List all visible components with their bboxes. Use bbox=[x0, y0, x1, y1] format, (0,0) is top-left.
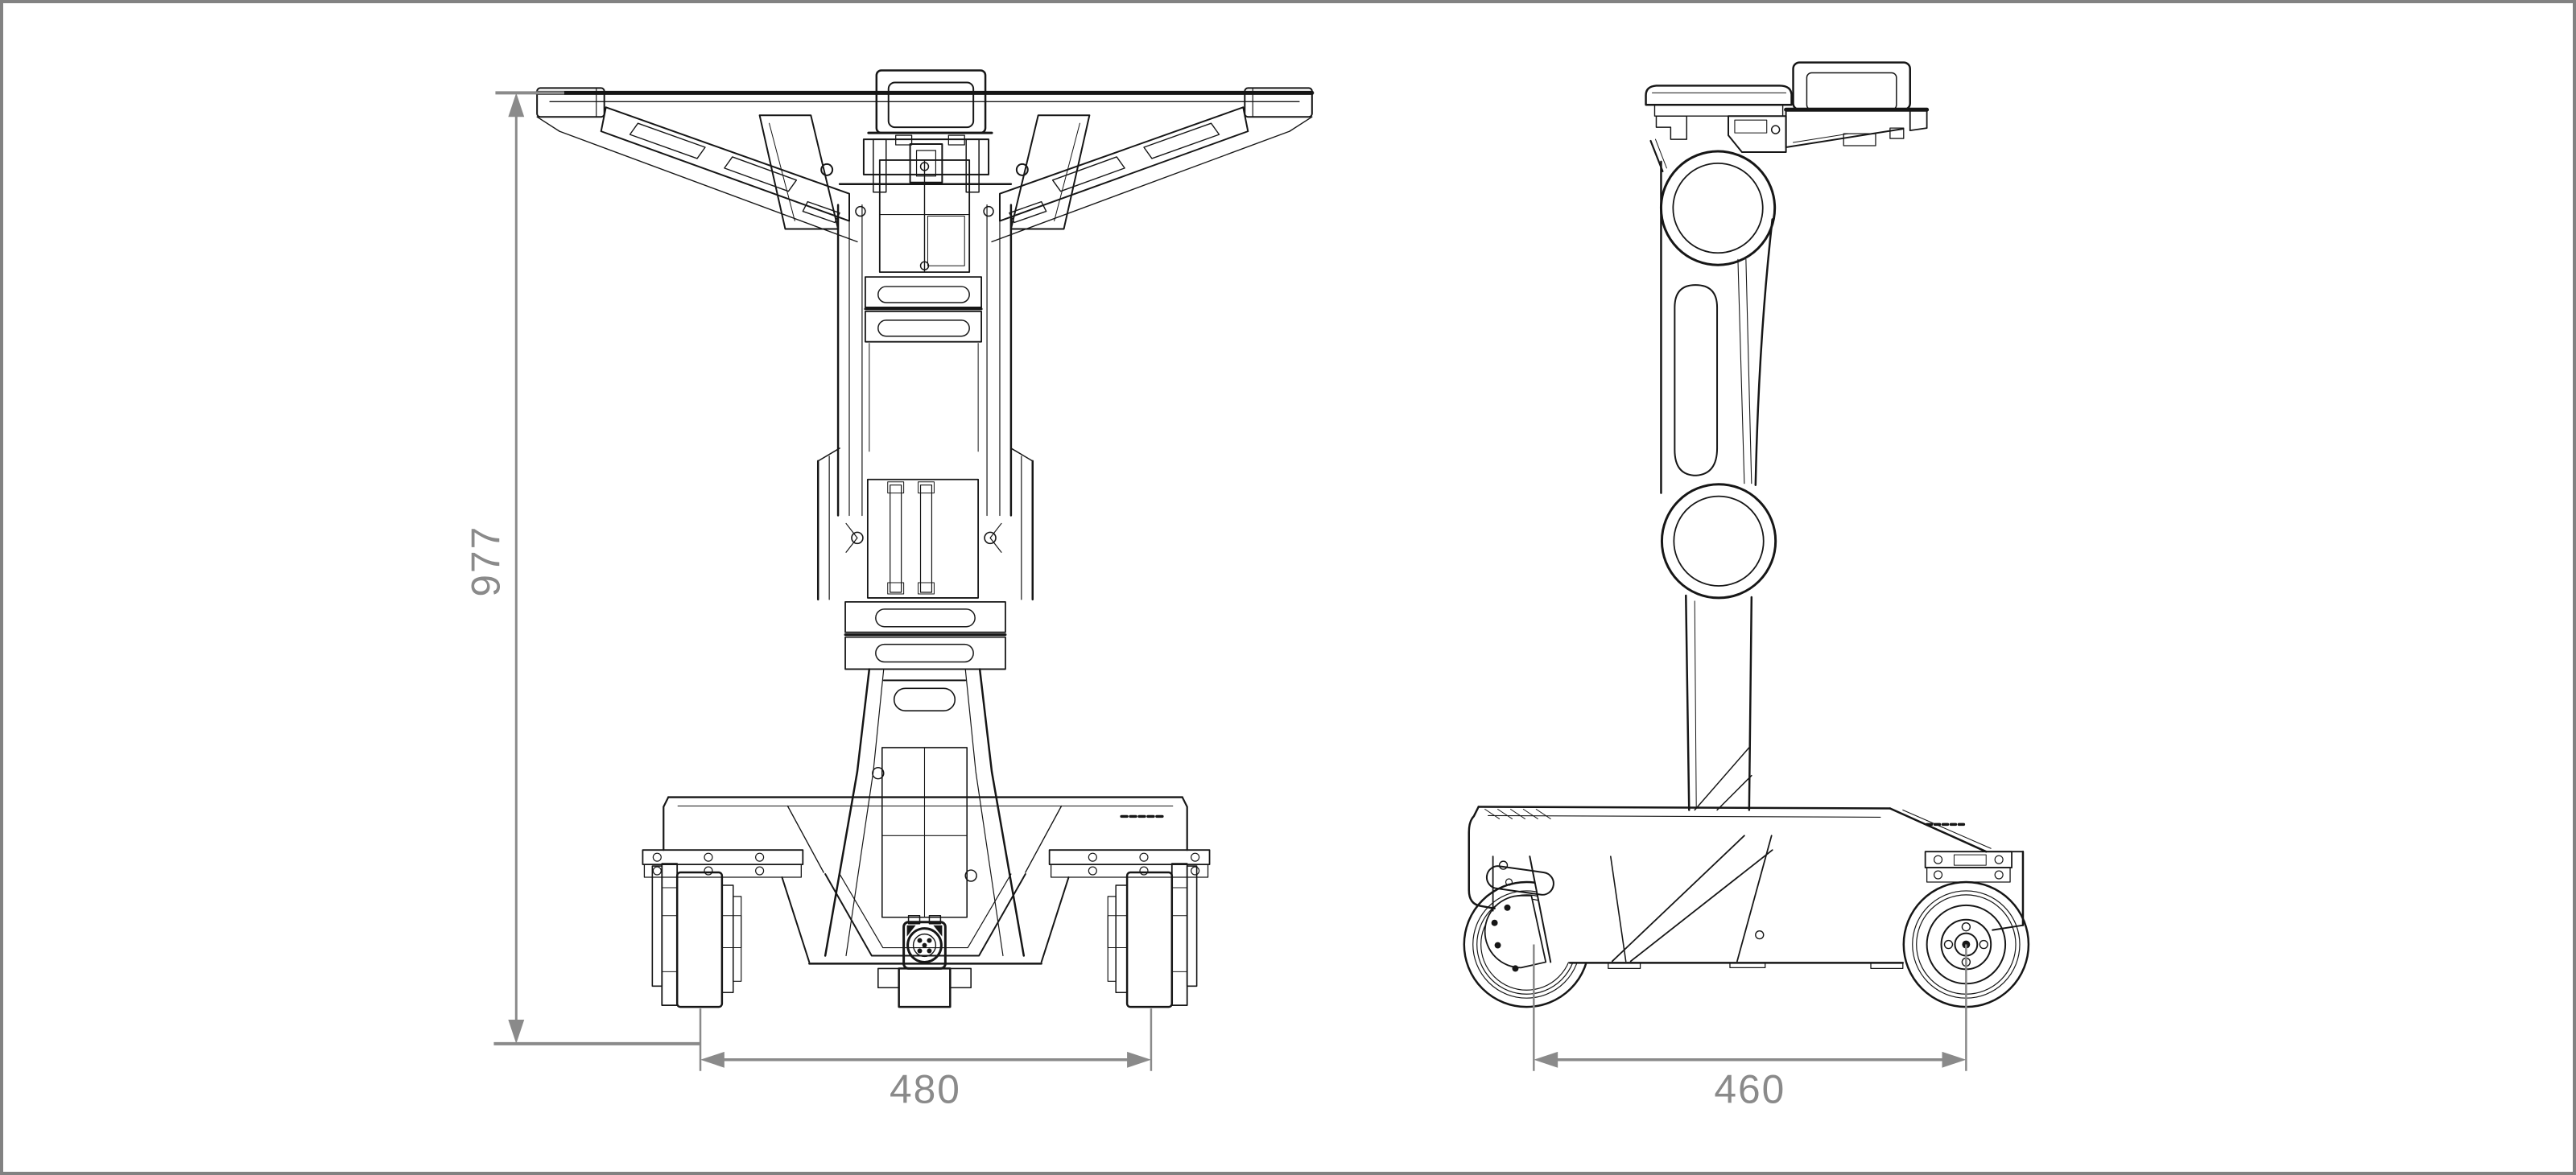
front-mast-lower bbox=[816, 447, 1034, 670]
front-wing-left bbox=[536, 87, 858, 243]
side-view-drawing bbox=[1463, 61, 2030, 1008]
wheel-motor-plate bbox=[1484, 894, 1547, 969]
arrow-up-icon bbox=[508, 93, 525, 118]
side-monitor bbox=[1792, 61, 1911, 111]
arrow-left-icon bbox=[700, 1051, 724, 1068]
side-monitor-screen bbox=[1806, 72, 1897, 111]
front-mast-upper bbox=[836, 159, 1013, 517]
front-mast-mount bbox=[838, 138, 1013, 193]
arm-upper-hub bbox=[1659, 150, 1777, 266]
front-trunk bbox=[824, 668, 1026, 957]
front-chassis bbox=[642, 796, 1211, 965]
side-tray bbox=[1645, 85, 1793, 172]
side-deck bbox=[1784, 61, 1930, 149]
arm-lower-hub bbox=[1660, 483, 1777, 600]
technical-drawing: 977 480 460 bbox=[463, 61, 2030, 1111]
front-view-drawing bbox=[535, 69, 1315, 1008]
side-arm bbox=[1659, 150, 1777, 811]
front-wheel-left bbox=[651, 863, 742, 1008]
arrow-left-icon bbox=[1534, 1051, 1558, 1068]
front-platform bbox=[535, 69, 1315, 146]
side-fender-left bbox=[1484, 855, 1552, 972]
dim-front-width-label: 480 bbox=[890, 1066, 961, 1111]
front-connector bbox=[902, 915, 947, 970]
front-wheel-right bbox=[1106, 862, 1198, 1008]
arrow-right-icon bbox=[1127, 1051, 1151, 1068]
dimension-annotations: 977 480 460 bbox=[463, 91, 1967, 1111]
front-monitor-screen bbox=[887, 81, 975, 129]
dim-height: 977 bbox=[463, 91, 701, 1045]
chassis-handle-slot bbox=[1485, 865, 1554, 896]
dim-front-width: 480 bbox=[699, 1008, 1153, 1111]
side-chassis bbox=[1468, 806, 2025, 970]
front-wing-right bbox=[991, 87, 1313, 243]
dim-height-label: 977 bbox=[463, 526, 508, 597]
front-bottom-box bbox=[877, 967, 972, 1008]
dim-side-wheelbase-label: 460 bbox=[1714, 1066, 1785, 1111]
dim-side-wheelbase: 460 bbox=[1533, 944, 1967, 1111]
arrow-down-icon bbox=[508, 1020, 525, 1044]
arrow-right-icon bbox=[1942, 1051, 1967, 1068]
